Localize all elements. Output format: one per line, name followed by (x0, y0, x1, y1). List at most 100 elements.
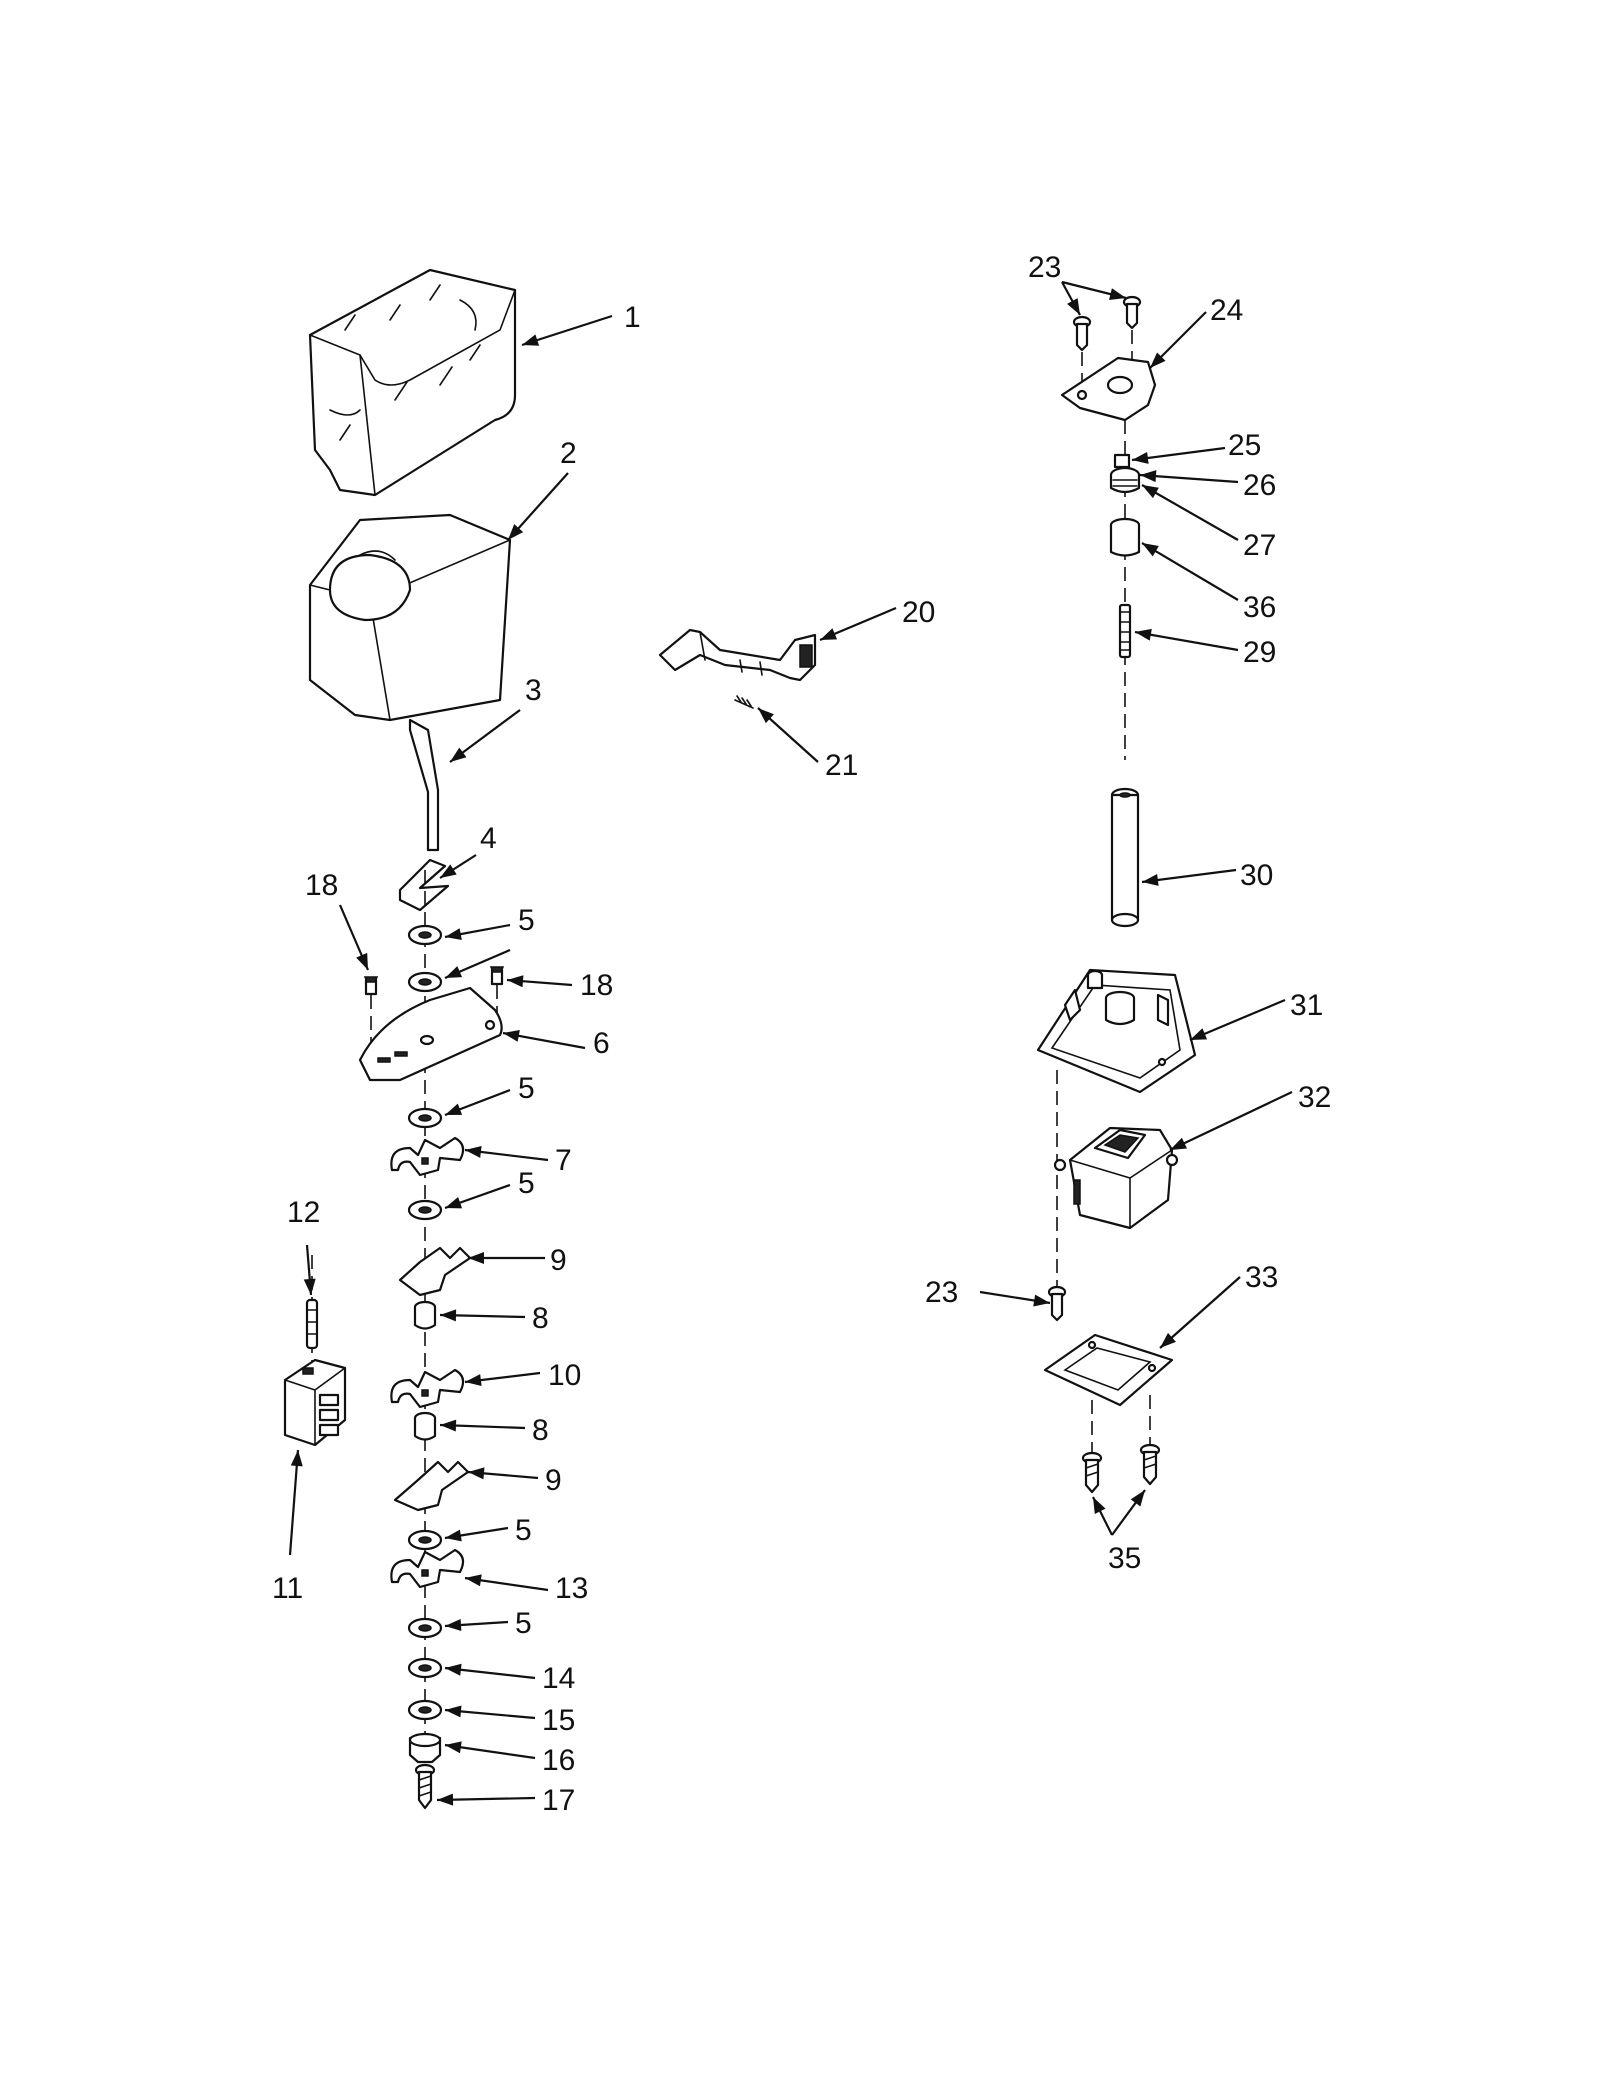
arrowhead-23 (1109, 288, 1126, 300)
arrowhead-7 (465, 1145, 482, 1158)
part-13-crusher-blade (390, 1548, 465, 1589)
arrowhead-2 (508, 524, 524, 540)
callout-23b: 23 (925, 1276, 958, 1309)
arrowhead-8 (440, 1309, 457, 1322)
part-16-nut (408, 1732, 442, 1764)
callout-20: 20 (902, 596, 935, 629)
part-10-crusher-blade (390, 1368, 465, 1409)
callout-2: 2 (560, 437, 577, 470)
callout-4: 4 (480, 822, 497, 855)
callout-25: 25 (1228, 429, 1261, 462)
arrowhead-14 (445, 1663, 462, 1676)
leader-line-29 (1134, 630, 1239, 652)
part-17-screw (414, 1763, 436, 1810)
callout-18b: 18 (580, 969, 613, 1002)
arrowhead-3 (450, 747, 467, 762)
callout-9b: 9 (545, 1464, 562, 1497)
leader-line-31 (1189, 998, 1286, 1042)
leader-line-17 (436, 1796, 536, 1802)
leader-line-33 (1159, 1276, 1241, 1349)
part-29-spring (1118, 603, 1132, 659)
arrowhead-18 (507, 975, 524, 988)
callout-12: 12 (287, 1196, 320, 1229)
callout-5e: 5 (515, 1607, 532, 1640)
part-14-washer (407, 1657, 443, 1679)
part-25-26-27-fitting (1109, 453, 1141, 494)
callout-3: 3 (525, 674, 542, 707)
arrowhead-31 (1190, 1028, 1208, 1040)
arrowhead-1 (522, 334, 540, 346)
callout-11: 11 (272, 1572, 303, 1605)
part-2-ice-bucket (308, 513, 512, 722)
callout-26: 26 (1243, 469, 1276, 502)
part-32-drive-motor (1053, 1126, 1179, 1230)
leader-line-11 (288, 1449, 300, 1556)
callout-8b: 8 (532, 1414, 549, 1447)
part-6-bracket (358, 986, 503, 1082)
callout-33: 33 (1245, 1261, 1278, 1294)
callout-labels: 1 2 3 4 5 18 18 6 5 7 5 12 9 8 10 8 9 11… (272, 251, 1331, 1817)
arrowhead-21 (758, 708, 774, 724)
arrowhead-32 (1170, 1137, 1188, 1150)
arrowhead-17 (437, 1793, 454, 1806)
part-24-mounting-plate (1060, 356, 1157, 422)
part-36-cap (1109, 517, 1141, 557)
arrowhead-23 (1033, 1294, 1050, 1307)
arrowhead-9 (468, 1467, 485, 1480)
callout-5a: 5 (518, 904, 535, 937)
callout-24: 24 (1210, 294, 1243, 327)
arrowhead-24 (1150, 352, 1166, 368)
arrowhead-11 (290, 1450, 303, 1467)
callout-10: 10 (548, 1359, 581, 1392)
arrowhead-30 (1142, 874, 1159, 886)
callout-5d: 5 (515, 1514, 532, 1547)
callout-27: 27 (1243, 529, 1276, 562)
part-35-screw (1081, 1443, 1161, 1494)
part-33-gasket (1043, 1333, 1174, 1407)
callout-17: 17 (542, 1784, 575, 1817)
arrowhead-12 (303, 1278, 316, 1295)
part-11-block (283, 1358, 347, 1447)
arrowhead-5 (445, 1103, 463, 1115)
leader-line-36 (1141, 542, 1239, 601)
arrowhead-26 (1140, 470, 1157, 483)
arrowhead-25 (1132, 452, 1149, 464)
callout-8a: 8 (532, 1302, 549, 1335)
arrowhead-8 (440, 1419, 457, 1432)
callout-35: 35 (1108, 1542, 1141, 1575)
arrowhead-36 (1142, 543, 1159, 557)
part-15-washer (407, 1699, 443, 1721)
arrowhead-35 (1093, 1497, 1106, 1514)
arrowhead-6 (503, 1029, 520, 1042)
callout-6: 6 (593, 1027, 610, 1060)
arrowhead-23 (1067, 298, 1080, 315)
callout-32: 32 (1298, 1081, 1331, 1114)
callout-5b: 5 (518, 1072, 535, 1105)
callout-14: 14 (542, 1662, 575, 1695)
arrowhead-4 (440, 864, 457, 878)
arrowhead-5 (445, 1618, 462, 1631)
callout-5c: 5 (518, 1167, 535, 1200)
callout-13: 13 (555, 1572, 588, 1605)
part-1-ice-bin-liner (308, 268, 517, 497)
part-21-spring (734, 695, 754, 709)
part-8-spacer (413, 1300, 437, 1441)
arrowhead-10 (465, 1374, 482, 1387)
arrowhead-13 (465, 1574, 482, 1587)
part-12-pin (305, 1298, 319, 1350)
arrowhead-27 (1142, 485, 1159, 499)
callout-15: 15 (542, 1704, 575, 1737)
arrowhead-5 (445, 966, 463, 978)
part-23-screw (1072, 295, 1142, 395)
callout-18a: 18 (305, 869, 338, 902)
arrowhead-5 (445, 1529, 462, 1542)
arrowhead-5 (445, 1197, 463, 1209)
arrowhead-9 (468, 1252, 484, 1264)
callout-36: 36 (1243, 591, 1276, 624)
arrowhead-18 (356, 952, 368, 970)
arrowhead-5 (445, 928, 462, 940)
arrowhead-33 (1160, 1332, 1176, 1348)
leader-line-26 (1139, 473, 1239, 484)
